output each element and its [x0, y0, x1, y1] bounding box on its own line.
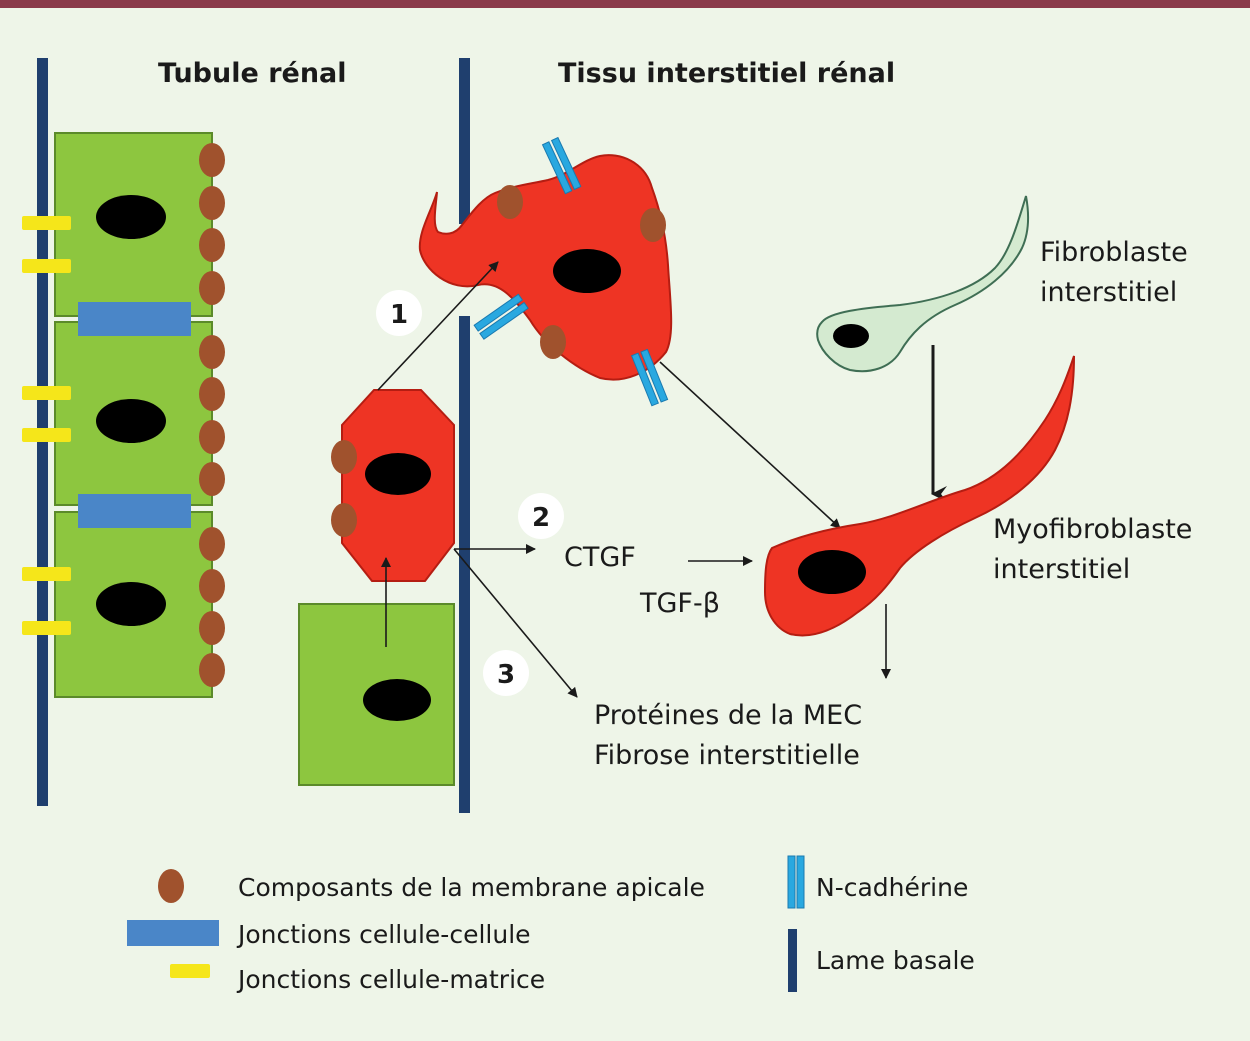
legend-ncadherin-text: N-cadhérine [816, 873, 968, 902]
ncadherin-top [541, 136, 582, 195]
top-border [0, 0, 1250, 8]
label-mec-line2: Fibrose interstitielle [594, 740, 860, 771]
step-number-3: 3 [497, 660, 515, 690]
apical-component [497, 185, 523, 219]
nucleus-transitioning [365, 453, 431, 495]
arrow-step-1 [377, 261, 499, 391]
legend-cell-matrix-swatch [170, 964, 210, 978]
ncadherin-bottom [630, 348, 669, 407]
step-badge-1 [376, 290, 422, 336]
step-number-2: 2 [532, 503, 550, 533]
legend-apical-swatch [158, 869, 184, 903]
fibroblast-cell [816, 195, 1030, 373]
nucleus-2 [96, 399, 166, 443]
basal-lamina-middle-bottom [459, 316, 470, 813]
epithelial-cell-3 [54, 511, 213, 698]
label-ctgf: CTGF [564, 542, 636, 573]
nucleus-3 [96, 582, 166, 626]
cell-cell-junction-2 [78, 494, 191, 528]
legend-cell-cell-text: Jonctions cellule-cellule [236, 920, 531, 949]
nucleus-1 [96, 195, 166, 239]
legend-basal-swatch [788, 929, 797, 992]
title-tubule: Tubule rénal [158, 58, 347, 89]
ncadherin-left [473, 293, 529, 340]
cell-matrix-junction [22, 259, 71, 273]
nucleus-myofibroblast [798, 550, 866, 594]
mesenchymal-cell [418, 154, 673, 381]
label-myofibroblast-line1: Myofibroblaste [993, 514, 1192, 545]
legend-cell-matrix-text: Jonctions cellule-matrice [236, 965, 545, 994]
nucleus-fibroblast [833, 324, 869, 348]
step-badge-2 [518, 493, 564, 539]
apical-components-tubule [199, 143, 225, 687]
label-fibroblast-line1: Fibroblaste [1040, 237, 1188, 268]
basal-lamina-middle-top [459, 58, 470, 224]
cell-matrix-junction [22, 567, 71, 581]
apical-component [640, 208, 666, 242]
cell-matrix-junction [22, 428, 71, 442]
cell-cell-junction-1 [78, 302, 191, 336]
apical-component [331, 440, 357, 474]
legend-apical-text: Composants de la membrane apicale [238, 873, 705, 902]
label-myofibroblast-line2: interstitiel [993, 554, 1130, 585]
myofibroblast-cell [763, 355, 1075, 637]
legend-ncadherin-swatch [787, 855, 805, 909]
label-fibroblast-line2: interstitiel [1040, 277, 1177, 308]
apical-component [540, 325, 566, 359]
arrow-step-3 [453, 548, 578, 698]
step-badge-3 [483, 650, 529, 696]
cell-matrix-junction [22, 216, 71, 230]
nucleus-bottom [363, 679, 431, 721]
legend-basal-text: Lame basale [816, 946, 975, 975]
arrow-mesenchymal-to-myofibroblast [659, 361, 841, 529]
nucleus-mesenchymal [553, 249, 621, 293]
cell-matrix-junction [22, 621, 71, 635]
step-number-1: 1 [390, 300, 408, 330]
tubule-group [22, 58, 225, 806]
label-tgf: TGF-β [639, 588, 720, 619]
cell-matrix-junction [22, 386, 71, 400]
legend-cell-cell-swatch [127, 920, 219, 946]
legend: Composants de la membrane apicale Joncti… [127, 855, 975, 994]
title-interstitial: Tissu interstitiel rénal [558, 58, 895, 89]
apical-component [331, 503, 357, 537]
label-mec-line1: Protéines de la MEC [594, 700, 862, 731]
